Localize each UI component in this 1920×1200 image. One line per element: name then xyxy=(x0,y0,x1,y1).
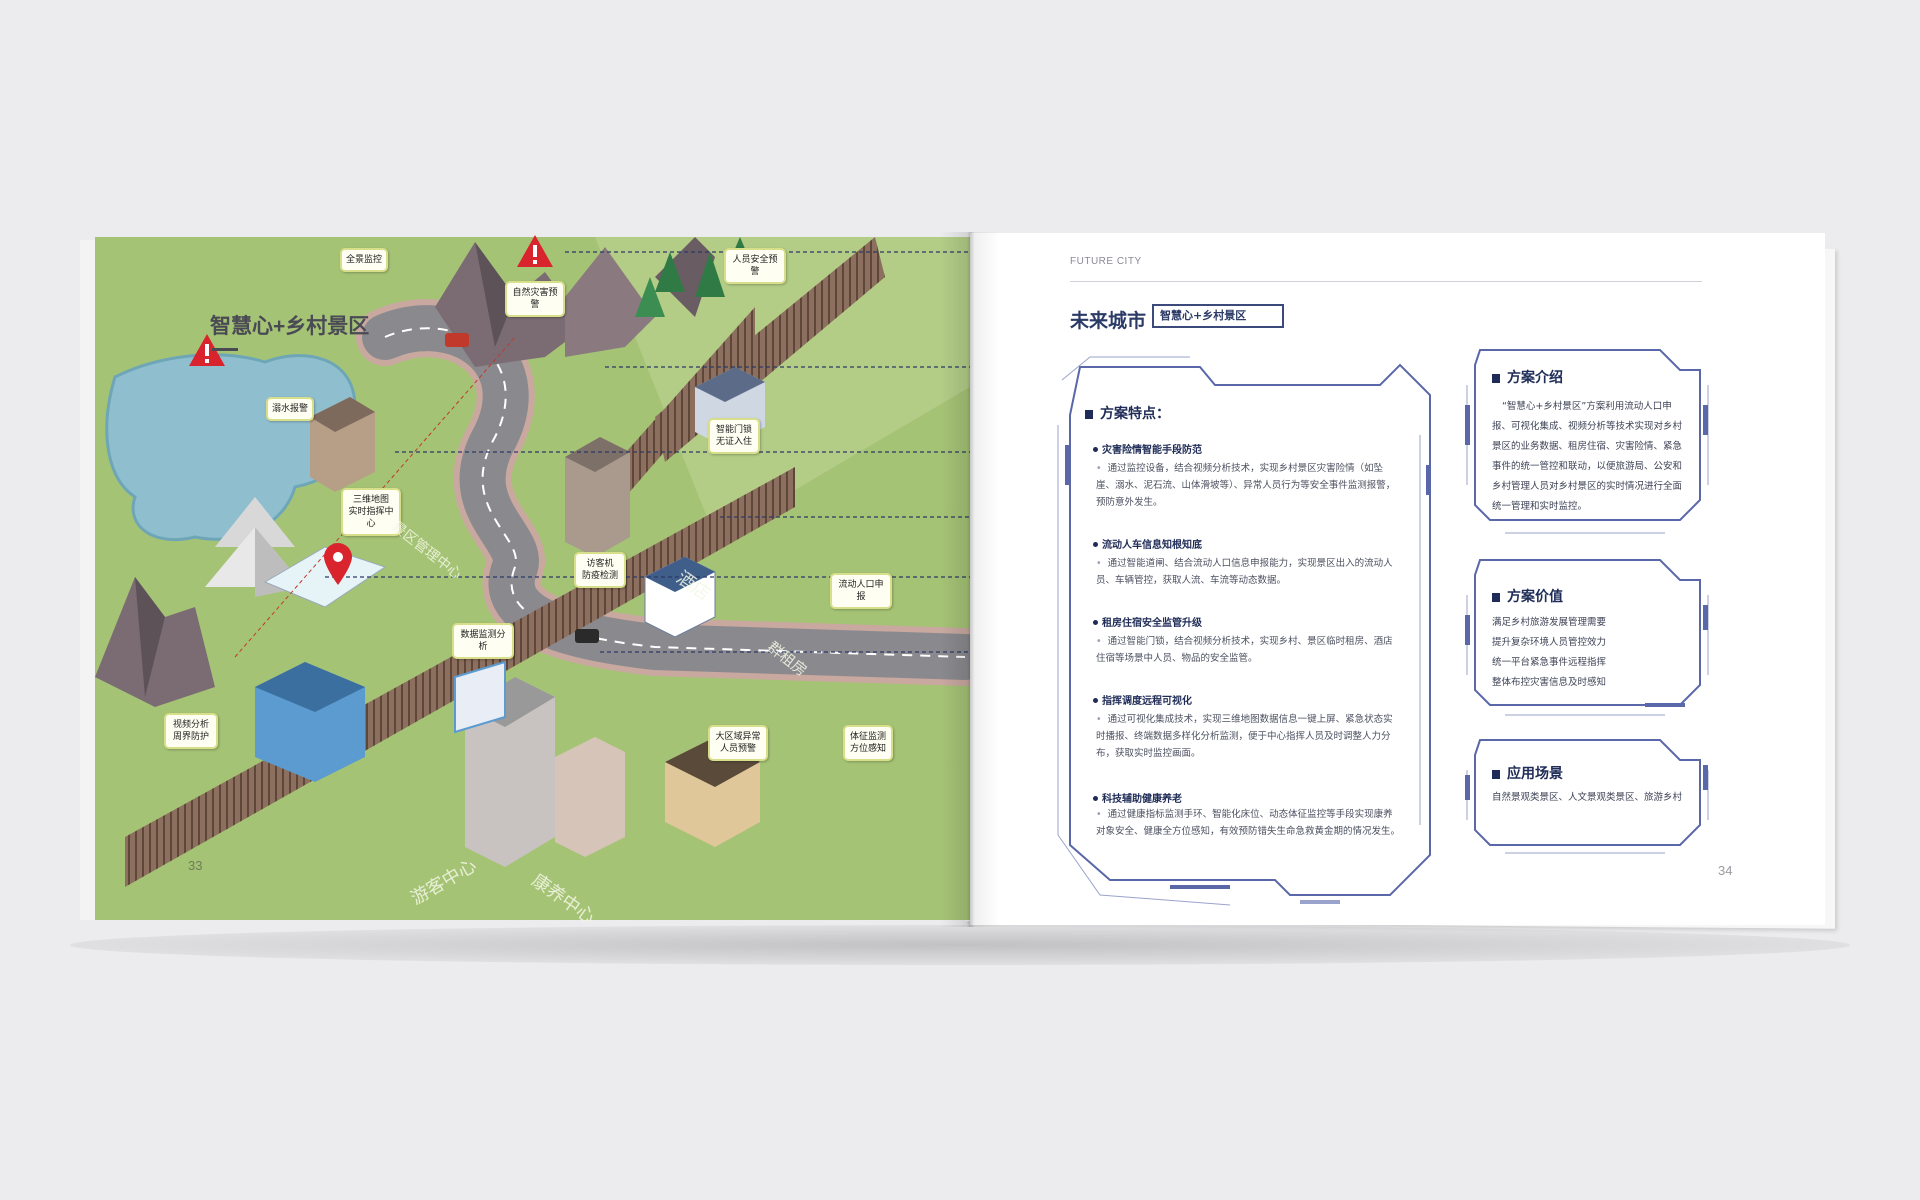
callout-vital: 体征监测 方位感知 xyxy=(843,725,893,761)
callout-personnel: 人员安全预警 xyxy=(724,248,786,284)
feature-1-body: •通过监控设备，结合视频分析技术，实现乡村景区灾害险情（如坠崖、溺水、泥石流、山… xyxy=(1096,463,1396,508)
right-page-number: 34 xyxy=(1718,863,1733,878)
bullet-square-icon xyxy=(1492,770,1500,779)
bullet-square-icon xyxy=(1492,374,1500,383)
value-frame xyxy=(1465,559,1709,716)
value-item: 满足乡村旅游发展管理需要 xyxy=(1492,617,1607,628)
callout-smartlock: 智能门锁 无证入住 xyxy=(708,418,760,454)
intro-body: “智慧心+乡村景区”方案利用流动人口申报、可视化集成、视频分析等技术实现对乡村景… xyxy=(1492,401,1683,512)
page-header: FUTURE CITY xyxy=(1070,256,1142,267)
feature-3-title: 租房住宿安全监管升级 xyxy=(1093,614,1202,629)
feature-3-body: •通过智能门锁，结合视频分析技术，实现乡村、景区临时租房、酒店住宿等场景中人员、… xyxy=(1096,636,1393,664)
map-illustration xyxy=(95,237,994,920)
left-page-map xyxy=(95,235,994,920)
feature-4-body: •通过可视化集成技术，实现三维地图数据信息一键上屏、紧急状态实时播报、终端数据多… xyxy=(1096,714,1393,759)
intro-frame xyxy=(1465,349,1709,534)
callout-datamon: 数据监测分析 xyxy=(452,623,514,659)
warning-triangle-icon xyxy=(189,334,225,366)
intro-heading: 方案介绍 xyxy=(1492,367,1563,387)
value-item: 整体布控灾害信息及时感知 xyxy=(1492,677,1607,688)
bullet-dot-icon xyxy=(1093,447,1098,452)
callout-gis: 三维地图 实时指挥中心 xyxy=(341,488,401,536)
features-heading: 方案特点： xyxy=(1085,403,1170,423)
feature-5-body: •通过健康指标监测手环、智能化床位、动态体征监控等手段实现康养对象安全、健康全方… xyxy=(1096,809,1401,837)
bullet-square-icon xyxy=(1085,410,1093,419)
scene-heading: 应用场景 xyxy=(1492,763,1563,783)
title-underline xyxy=(212,348,238,351)
callout-floating: 流动人口申报 xyxy=(830,573,892,609)
callout-drowning: 溺水报警 xyxy=(266,397,314,421)
value-item: 统一平台紧急事件远程指挥 xyxy=(1492,657,1607,668)
feature-2-body: •通过智能道闸、结合流动人口信息申报能力，实现景区出入的流动人员、车辆管控，获取… xyxy=(1096,558,1393,586)
bullet-dot-icon xyxy=(1093,796,1098,801)
bullet-dot-icon xyxy=(1093,620,1098,625)
feature-2-title: 流动人车信息知根知底 xyxy=(1093,536,1202,551)
left-page-number: 33 xyxy=(188,858,203,873)
scene-body: 自然景观类景区、人文景观类景区、旅游乡村 xyxy=(1492,792,1683,803)
title-tag: 智慧心+乡村景区 xyxy=(1152,304,1284,328)
bullet-square-icon xyxy=(1492,593,1500,602)
callout-crowd: 大区域异常 人员预警 xyxy=(708,725,768,761)
page-title: 未来城市 xyxy=(1070,310,1147,332)
value-heading: 方案价值 xyxy=(1492,586,1563,606)
book-shadow xyxy=(70,925,1850,965)
header-rule xyxy=(1070,281,1702,282)
feature-5-title: 科技辅助健康养老 xyxy=(1093,790,1182,805)
feature-4-title: 指挥调度远程可视化 xyxy=(1093,692,1192,707)
features-frame xyxy=(1057,356,1431,906)
value-item: 提升复杂环境人员管控效力 xyxy=(1492,637,1607,648)
warning-triangle-icon xyxy=(517,235,553,267)
bullet-dot-icon xyxy=(1093,542,1098,547)
map-pin-icon xyxy=(324,543,352,585)
callout-epidemic: 访客机 防疫检测 xyxy=(574,552,626,588)
feature-1-title: 灾害险情智能手段防范 xyxy=(1093,441,1202,456)
callout-video: 视频分析 周界防护 xyxy=(164,713,218,749)
scene-frame xyxy=(1465,739,1709,854)
bullet-dot-icon xyxy=(1093,698,1098,703)
map-title: 智慧心+乡村景区 xyxy=(210,315,370,338)
callout-panorama: 全景监控 xyxy=(340,248,388,272)
callout-disaster: 自然灾害预警 xyxy=(505,281,565,317)
